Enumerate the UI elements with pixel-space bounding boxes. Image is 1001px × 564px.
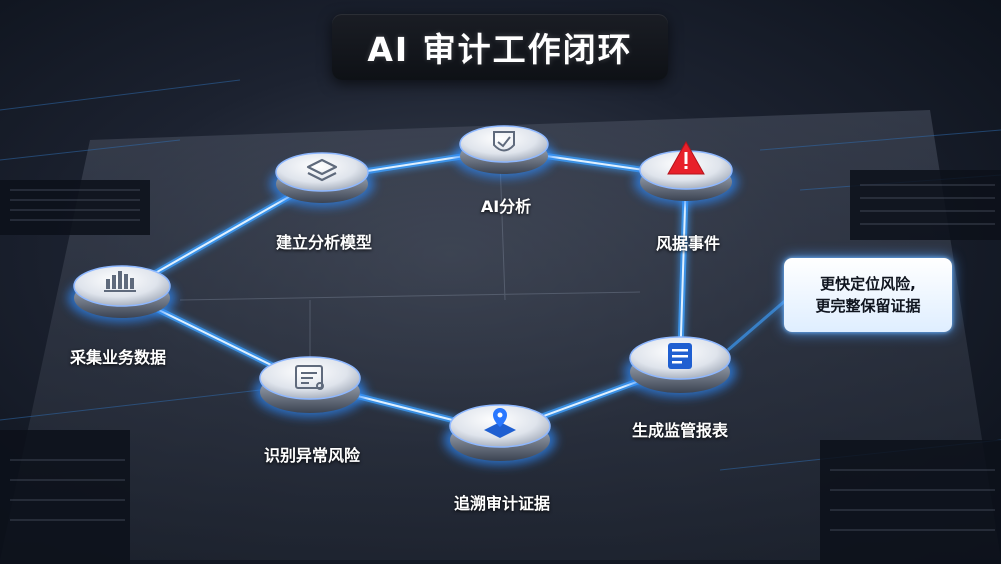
warning-icon: [667, 140, 705, 175]
node-report[interactable]: [624, 336, 736, 397]
node-label-model: 建立分析模型: [275, 233, 373, 252]
connector-report-callout: [727, 298, 787, 352]
node-label-identify: 识别异常风险: [263, 446, 361, 465]
node-risk[interactable]: [634, 140, 738, 205]
node-label-ai: AI分析: [480, 197, 532, 216]
node-label-trace: 追溯审计证据: [453, 494, 551, 513]
node-identify[interactable]: [254, 356, 366, 417]
callout-line-1: 更快定位风险,: [820, 275, 916, 293]
document-icon: [295, 365, 324, 390]
node-model[interactable]: [270, 152, 374, 207]
bar-chart-icon: [104, 271, 136, 292]
node-collect[interactable]: [68, 265, 176, 322]
benefit-callout: 更快定位风险, 更完整保留证据: [784, 258, 952, 332]
node-trace[interactable]: [444, 404, 556, 465]
title-banner: AI 审计工作闭环: [332, 14, 668, 80]
report-icon: [668, 343, 692, 369]
node-ai[interactable]: [454, 125, 554, 178]
callout-line-2: 更完整保留证据: [815, 297, 921, 315]
node-label-risk: 风据事件: [655, 234, 721, 253]
node-label-collect: 采集业务数据: [69, 348, 167, 367]
shield-check-icon: [493, 131, 515, 152]
location-icon: [484, 408, 516, 438]
layers-icon: [306, 158, 338, 182]
diagram-title: AI 审计工作闭环: [367, 30, 633, 69]
node-label-report: 生成监管报表: [631, 421, 729, 440]
